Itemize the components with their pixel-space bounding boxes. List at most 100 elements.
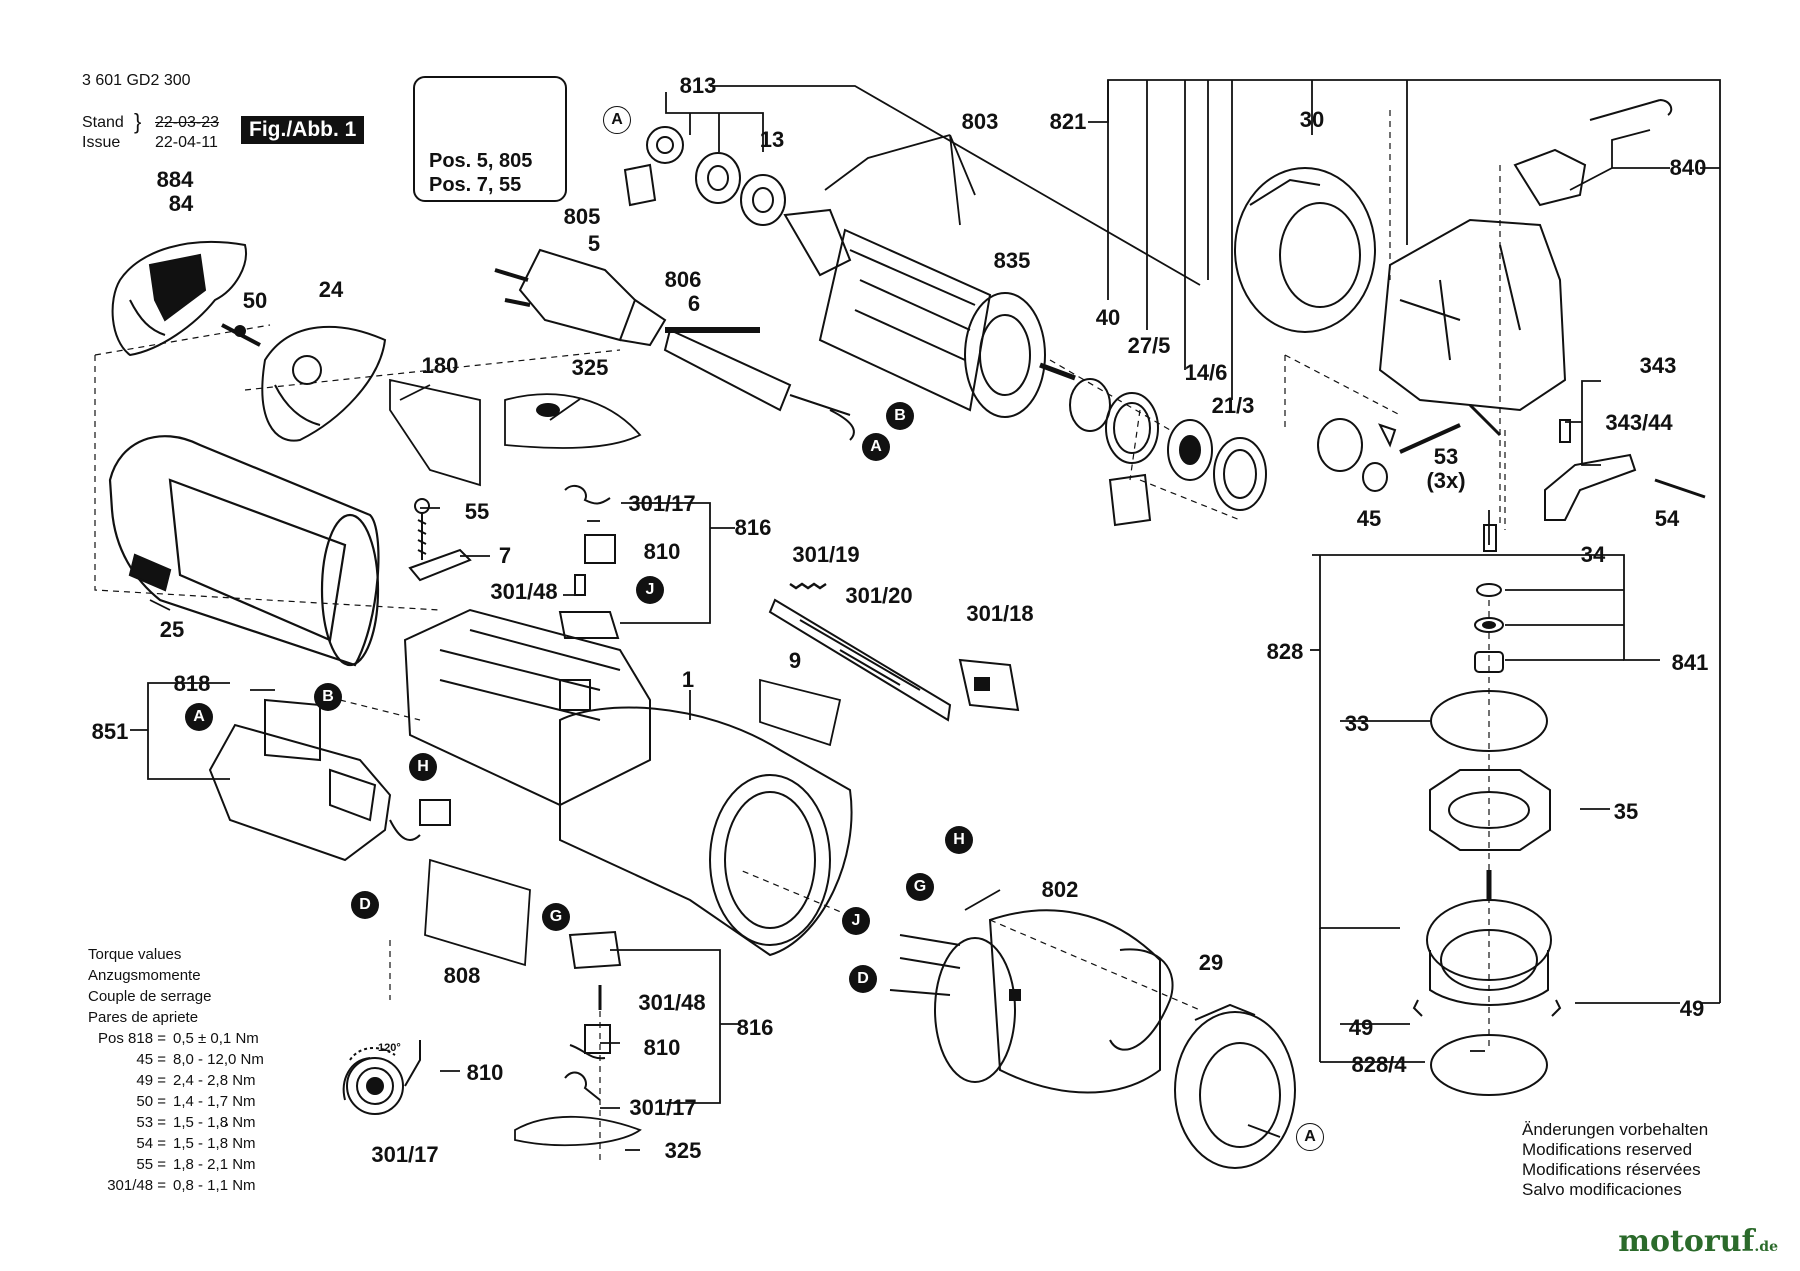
date-old: 22-03-23 — [155, 114, 220, 131]
latch-343 — [1544, 419, 1706, 521]
torque-val-3: 1,4 - 1,7 Nm — [173, 1093, 256, 1110]
label-808 — [424, 858, 531, 967]
torque-val-2: 2,4 - 2,8 Nm — [173, 1072, 256, 1089]
part-816-top: 816 — [734, 515, 772, 540]
part-14-6: 14/6 — [1184, 360, 1228, 385]
leader-lines — [130, 79, 1721, 1151]
spindle-parts-column — [1412, 524, 1562, 1096]
footer-note-en: Modifications reserved — [1522, 1140, 1693, 1159]
connector-d-filled-stator: D — [849, 965, 877, 993]
part-7: 7 — [498, 543, 512, 568]
part-343-44: 343/44 — [1605, 410, 1673, 435]
screw-55 — [414, 498, 430, 560]
gear-head-housing — [1378, 99, 1673, 437]
doc-code: 3 601 GD2 300 — [82, 72, 191, 89]
logo-text: motoruf — [1618, 1224, 1755, 1259]
pinion-45 — [1317, 418, 1461, 492]
spring-detail-810 — [342, 1040, 421, 1115]
part-53-qty: (3x) — [1426, 468, 1466, 493]
part-9: 9 — [788, 648, 802, 673]
part-301-17-bottom: 301/17 — [629, 1095, 697, 1120]
label-180 — [389, 378, 481, 487]
part-25: 25 — [159, 617, 185, 642]
cable-end — [789, 394, 855, 441]
part-851: 851 — [91, 719, 129, 744]
part-816-bottom: 816 — [736, 1015, 774, 1040]
spring-301-19 — [789, 582, 827, 590]
label-325-hole — [536, 403, 560, 417]
stand-label: Stand — [82, 114, 124, 131]
bracket-301-20 — [768, 598, 952, 722]
torque-val-6: 1,8 - 2,1 Nm — [173, 1156, 256, 1173]
part-301-48-bottom: 301/48 — [638, 990, 706, 1015]
torque-val-5: 1,5 - 1,8 Nm — [173, 1135, 256, 1152]
torque-pos-1: 45 = — [136, 1051, 166, 1068]
part-813: 813 — [679, 73, 717, 98]
connector-g-filled-bottom: G — [542, 903, 570, 931]
connector-h-filled-left: H — [409, 753, 437, 781]
connector-a-filled-left: A — [185, 703, 213, 731]
bearings-813 — [623, 126, 786, 226]
connector-j-filled-stator: J — [842, 907, 870, 935]
motor-housing-25 — [108, 435, 380, 667]
connector-j-filled-top: J — [636, 576, 664, 604]
part-50: 50 — [242, 288, 268, 313]
torque-pos-4: 53 = — [136, 1114, 166, 1131]
clamp-7 — [408, 548, 472, 582]
part-301-20: 301/20 — [845, 583, 913, 608]
part-34: 34 — [1580, 542, 1606, 567]
part-821: 821 — [1049, 109, 1087, 134]
part-301-18: 301/18 — [966, 601, 1034, 626]
connector-a-open-bottom: A — [1296, 1123, 1324, 1151]
gear-housing-1 — [403, 608, 853, 957]
part-53: 53 — [1433, 444, 1459, 469]
part-180: 180 — [421, 353, 459, 378]
footer-note-de: Änderungen vorbehalten — [1522, 1120, 1709, 1139]
part-325-bottom: 325 — [664, 1138, 702, 1163]
part-805: 805 — [563, 204, 601, 229]
part-54: 54 — [1654, 506, 1680, 531]
footer-note-fr: Modifications réservées — [1522, 1160, 1701, 1179]
rings-40-27-14-21 — [1069, 378, 1267, 527]
part-13: 13 — [759, 127, 785, 152]
torque-pos-6: 55 = — [136, 1156, 166, 1173]
part-810-top: 810 — [643, 539, 681, 564]
figure-label: Fig./Abb. 1 — [241, 116, 365, 144]
part-1: 1 — [681, 667, 695, 692]
connector-b-filled-left: B — [314, 683, 342, 711]
part-45: 45 — [1356, 506, 1382, 531]
plate-301-18 — [958, 658, 1020, 712]
connector-a-open-top: A — [603, 106, 631, 134]
label-9 — [759, 678, 842, 747]
part-803: 803 — [961, 109, 999, 134]
part-35: 35 — [1613, 799, 1639, 824]
part-27-5: 27/5 — [1127, 333, 1171, 358]
warning-line2: Pos. 7, 55 — [429, 174, 522, 196]
part-49-left: 49 — [1348, 1015, 1374, 1040]
torque-val-4: 1,5 - 1,8 Nm — [173, 1114, 256, 1131]
part-40: 40 — [1095, 305, 1121, 330]
warning-box: Pos. 5, 805 Pos. 7, 55 — [413, 76, 567, 202]
torque-pos-0: Pos 818 = — [98, 1030, 166, 1047]
part-840: 840 — [1669, 155, 1707, 180]
paddle-switch-84 — [111, 240, 247, 357]
connector-h-filled-stator: H — [945, 826, 973, 854]
part-6: 6 — [687, 291, 701, 316]
connector-b-filled-top: B — [886, 402, 914, 430]
plug-805 — [494, 248, 760, 347]
stator-802 — [889, 909, 1174, 1094]
part-30: 30 — [1299, 107, 1325, 132]
part-301-17-top: 301/17 — [628, 491, 696, 516]
assembly-axis-lines — [94, 110, 1506, 1160]
part-808: 808 — [443, 963, 481, 988]
torque-pos-2: 49 = — [136, 1072, 166, 1089]
switch-cap-24 — [221, 323, 387, 442]
torque-title-en: Torque values — [88, 946, 182, 963]
switch-module-851 — [208, 698, 451, 862]
watermark-logo: motoruf.de — [1618, 1224, 1778, 1259]
torque-title-es: Pares de apriete — [88, 1009, 199, 1026]
part-343: 343 — [1639, 353, 1677, 378]
part-29: 29 — [1198, 950, 1224, 975]
